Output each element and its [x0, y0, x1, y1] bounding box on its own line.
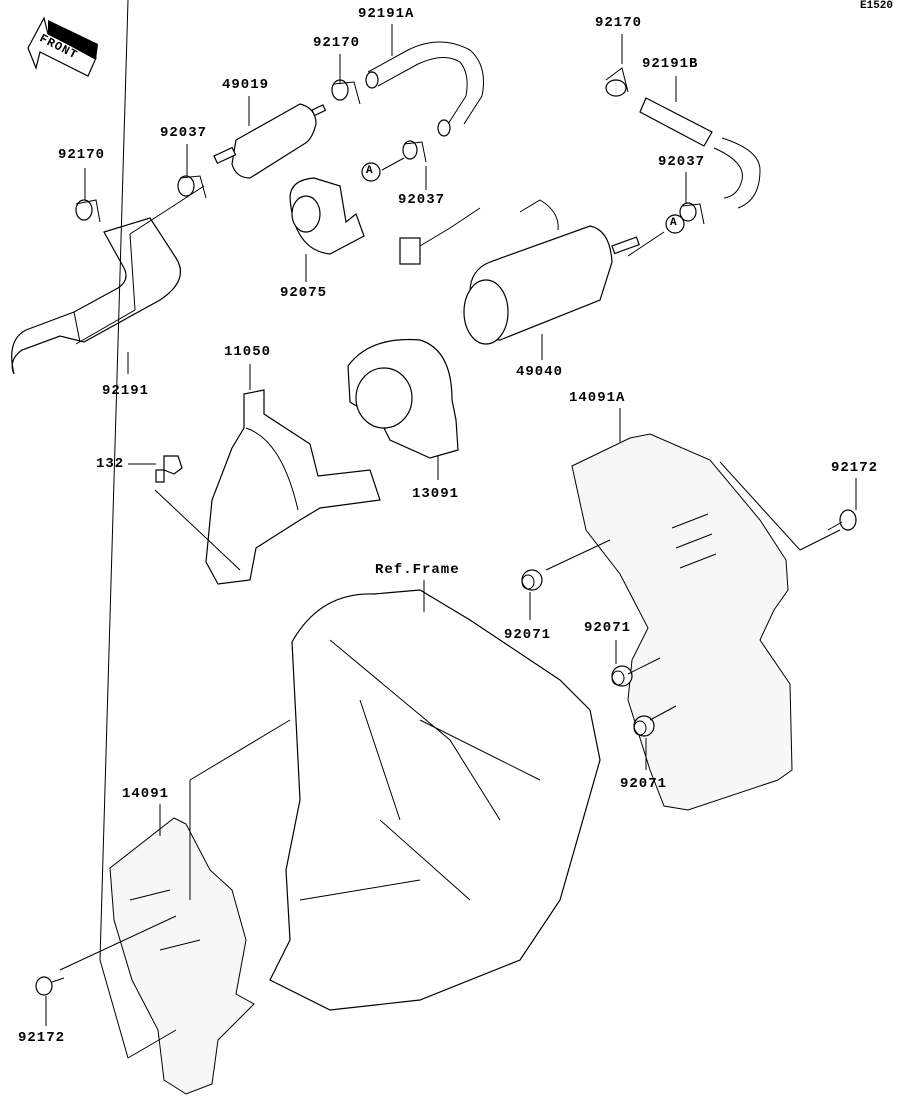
part-label-132[interactable]: 132: [96, 456, 125, 472]
part-label-13091[interactable]: 13091: [412, 486, 460, 502]
part-label-92170-right[interactable]: 92170: [595, 15, 643, 31]
part-label-92170-left[interactable]: 92170: [58, 147, 106, 163]
part-label-92071-b[interactable]: 92071: [584, 620, 632, 636]
clamp-92037-left: [177, 175, 207, 199]
clamp-92037-mid: [402, 140, 427, 163]
part-label-14091A[interactable]: 14091A: [569, 390, 626, 406]
part-label-92075[interactable]: 92075: [280, 285, 328, 301]
clamp-92170-left: [75, 199, 101, 223]
ref-marker-a-left: [361, 162, 381, 182]
part-label-92071-c[interactable]: 92071: [620, 776, 668, 792]
fuel-pump-49040: [463, 199, 640, 345]
grommet-92071-a: [521, 569, 543, 591]
cover-14091: [109, 817, 255, 1095]
clamp-92037-right: [679, 202, 705, 225]
part-label-92037-right[interactable]: 92037: [658, 154, 706, 170]
part-label-92191A[interactable]: 92191A: [358, 6, 415, 22]
bolt-132: [155, 455, 183, 483]
part-label-ref-frame[interactable]: Ref.Frame: [375, 562, 460, 578]
ref-marker-a-left-label: A: [366, 165, 374, 177]
connector: [399, 207, 481, 265]
part-label-92191[interactable]: 92191: [102, 383, 150, 399]
hose-92191: [11, 217, 181, 375]
leader-lines: [45, 0, 857, 1059]
part-label-49040[interactable]: 49040: [516, 364, 564, 380]
grommet-92075: [289, 177, 365, 255]
screw-92172-right: [827, 509, 857, 531]
clamp-92170-top: [331, 79, 361, 105]
part-label-49019[interactable]: 49019: [222, 77, 270, 93]
grommet-92071-b: [611, 665, 633, 687]
hose-92191B: [639, 97, 761, 209]
part-label-92037-mid[interactable]: 92037: [398, 192, 446, 208]
clamp-92170-right: [605, 67, 629, 97]
grommet-92071-c: [633, 715, 655, 737]
frame: [269, 589, 601, 1011]
part-label-92170-top[interactable]: 92170: [313, 35, 361, 51]
diagram-code: E1520: [860, 0, 894, 12]
hose-92191A: [365, 41, 484, 137]
part-label-92172-right[interactable]: 92172: [831, 460, 879, 476]
front-arrow-icon: [27, 16, 98, 77]
part-label-92172-left[interactable]: 92172: [18, 1030, 66, 1046]
cover-14091A: [571, 433, 793, 811]
part-label-92071-a[interactable]: 92071: [504, 627, 552, 643]
ref-marker-a-right: [665, 214, 685, 234]
part-label-14091[interactable]: 14091: [122, 786, 170, 802]
ref-marker-a-right-label: A: [670, 217, 678, 229]
bracket-11050: [205, 389, 381, 585]
part-label-92191B[interactable]: 92191B: [642, 56, 699, 72]
part-label-11050[interactable]: 11050: [224, 344, 272, 360]
holder-13091: [347, 338, 459, 459]
screw-92172-left: [35, 976, 65, 996]
fuel-filter-49019: [213, 103, 327, 179]
part-label-92037-left[interactable]: 92037: [160, 125, 208, 141]
